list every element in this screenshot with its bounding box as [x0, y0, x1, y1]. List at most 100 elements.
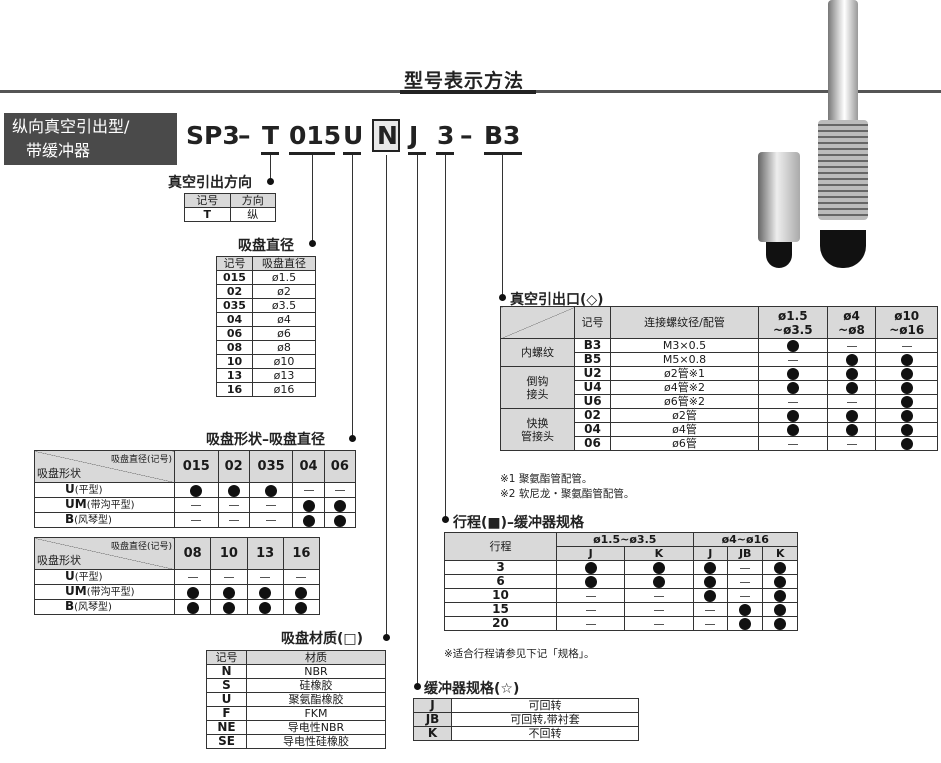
connector-buffer [417, 155, 418, 685]
available-dot-icon [845, 368, 858, 380]
available-dot-icon [900, 424, 913, 436]
available-dot-icon [222, 586, 235, 599]
availability-cell [217, 497, 250, 513]
availability-cell [758, 436, 828, 451]
available-dot-icon [900, 354, 913, 366]
shape-code: U [65, 569, 75, 583]
unavailable-dash-icon [787, 401, 798, 403]
available-dot-icon [302, 514, 315, 527]
value-cell: ø4 [251, 312, 317, 327]
code-cell: 20 [444, 616, 557, 631]
shape-code: UM [65, 497, 87, 511]
shape-cell: U(平型) [34, 569, 175, 585]
corner-bottom-text: 吸盘形状 [37, 466, 81, 480]
available-dot-icon [265, 484, 278, 497]
bullet-material [383, 634, 390, 641]
availability-cell [875, 338, 938, 353]
unavailable-dash-icon [334, 490, 345, 491]
availability-cell [210, 569, 248, 585]
code-cell: 08 [216, 340, 253, 355]
table-row: B(风琴型) [34, 599, 321, 615]
availability-cell [292, 512, 325, 528]
availability-cell [173, 584, 212, 600]
availability-cell [217, 512, 250, 528]
available-dot-icon [786, 368, 799, 380]
available-dot-icon [186, 586, 199, 599]
underline-direction [261, 152, 279, 155]
available-dot-icon [900, 368, 913, 380]
underline-shape [343, 152, 361, 155]
value-cell: ø2 [251, 284, 317, 299]
buffer-label: 缓冲器规格(☆) [424, 681, 520, 697]
availability-cell [826, 436, 877, 451]
available-dot-icon [900, 396, 913, 408]
shape-code: B [65, 512, 75, 526]
product-photo-small-cup [766, 242, 792, 268]
available-dot-icon [900, 382, 913, 394]
unavailable-dash-icon [266, 520, 277, 521]
value-cell: 可回转,带衬套 [451, 712, 639, 727]
unavailable-dash-icon [740, 595, 751, 597]
value-cell: ø2管※1 [610, 366, 759, 381]
header-line: ~ø8 [838, 322, 865, 337]
availability-cell [758, 422, 828, 437]
column-header: 06 [323, 450, 357, 483]
available-dot-icon [900, 410, 913, 422]
shape-code: UM [65, 584, 87, 598]
unavailable-dash-icon [787, 359, 798, 361]
code-cell: B5 [574, 352, 611, 367]
code-cell: 13 [216, 368, 253, 383]
code-cell: 10 [444, 588, 557, 603]
availability-cell [174, 482, 219, 498]
table-row: UM(带沟平型) [34, 497, 357, 513]
header-cell: 材质 [246, 650, 386, 665]
code-cell: 3 [444, 560, 557, 575]
bullet-diameter [309, 240, 316, 247]
code-cell: 04 [216, 312, 253, 327]
code-cell: U [206, 692, 247, 707]
code-cell: 15 [444, 602, 557, 617]
vacuum-direction-label: 真空引出方向 [168, 175, 252, 191]
corner-bottom-text: 吸盘形状 [37, 553, 81, 567]
code-cell: 10 [216, 354, 253, 369]
availability-cell [174, 497, 219, 513]
availability-cell [726, 616, 764, 631]
value-cell: ø10 [251, 354, 317, 369]
availability-cell [624, 616, 694, 631]
availability-cell [282, 569, 321, 585]
model-material-code: N [377, 121, 398, 150]
unavailable-dash-icon [228, 505, 239, 506]
connector-shape [352, 155, 353, 438]
available-dot-icon [845, 410, 858, 422]
available-dot-icon [774, 590, 787, 602]
shape-cell: U(平型) [34, 482, 175, 498]
availability-cell [555, 574, 626, 589]
header-line: ~ø16 [889, 322, 925, 337]
available-dot-icon [786, 410, 799, 422]
available-dot-icon [333, 514, 346, 527]
availability-cell [210, 599, 248, 615]
bullet-port [499, 294, 506, 301]
value-cell: 可回转 [451, 698, 639, 713]
availability-cell [692, 588, 728, 603]
availability-cell [210, 584, 248, 600]
code-cell: S [206, 678, 247, 693]
unavailable-dash-icon [901, 345, 912, 347]
availability-cell [282, 599, 321, 615]
availability-cell [248, 512, 294, 528]
available-dot-icon [786, 382, 799, 394]
available-dot-icon [259, 601, 272, 614]
connector-direction [270, 155, 271, 181]
availability-cell [758, 408, 828, 423]
model-buffer-code: J [409, 121, 419, 150]
